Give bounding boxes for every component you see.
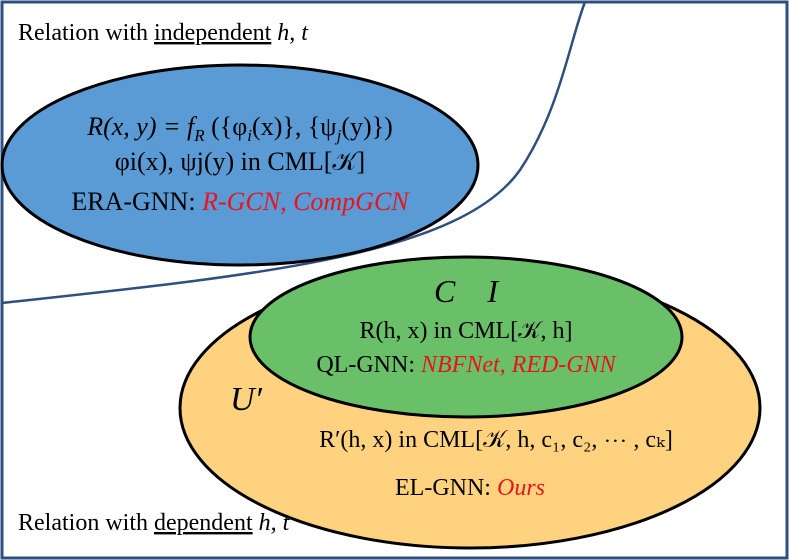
el-gnn-examples: Ours (497, 475, 545, 501)
era-gnn-examples: R-GCN, CompGCN (201, 187, 410, 216)
ql-gnn-ellipse (248, 255, 684, 419)
ci-symbols: C I (434, 273, 499, 309)
dependent-caption: Relation with dependent h, t (18, 510, 291, 536)
u-prime-symbol: U′ (230, 381, 263, 418)
dependent-underlined: dependent (154, 510, 253, 536)
independent-caption: Relation with independent h, t (18, 20, 309, 46)
ql-formula: R(h, x) in CML[𝒦, h] (360, 318, 573, 344)
ql-gnn-examples: NBFNet, RED-GNN (420, 352, 618, 378)
independent-underlined: independent (154, 20, 272, 46)
separator-curve (1, 1, 587, 305)
era-gnn-label: ERA-GNN: R-GCN, CompGCN (71, 187, 410, 216)
era-formula-line2: φi(x), ψj(y) in CML[𝒦] (115, 147, 365, 176)
era-gnn-ellipse (0, 63, 480, 267)
el-formula: R′(h, x) in CML[𝒦, h, c₁, c₂, ⋯ , cₖ] (319, 427, 673, 453)
el-gnn-label: EL-GNN: Ours (395, 475, 545, 501)
era-formula-line1: R(x, y) = fR ({φi(x)}, {ψj(y)}) (86, 112, 393, 145)
ql-gnn-label: QL-GNN: NBFNet, RED-GNN (316, 352, 617, 378)
